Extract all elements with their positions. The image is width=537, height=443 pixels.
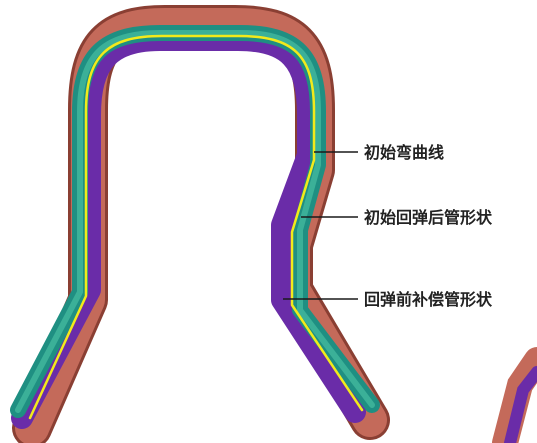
label-initial-curve: 初始弯曲线 <box>364 143 444 162</box>
initial-curve-line <box>28 34 364 420</box>
partial-compensated-tube <box>504 366 537 443</box>
label-springback-shape: 初始回弹后管形状 <box>364 208 493 227</box>
springback-tube-highlight <box>15 30 375 413</box>
label-compensated-shape: 回弹前补偿管形状 <box>364 290 493 309</box>
